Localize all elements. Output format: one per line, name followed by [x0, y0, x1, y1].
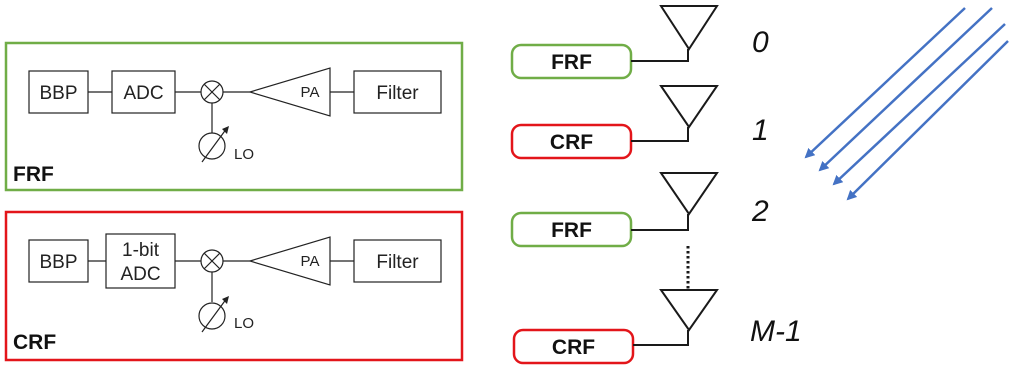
- crf-chain-border: [4, 210, 464, 362]
- array-element-0: FRF 0: [510, 5, 769, 80]
- frf-chain: BBP ADC LO PA Filter FRF: [4, 41, 464, 192]
- antenna-icon: [659, 289, 719, 332]
- mixer-icon: [200, 249, 224, 273]
- mixer-icon: [200, 80, 224, 104]
- array-element-rf-label: CRF: [552, 336, 595, 359]
- crf-chain-tag: CRF: [13, 331, 56, 354]
- array-element-rf-label: FRF: [551, 51, 592, 74]
- crf-lo-label: LO: [234, 315, 254, 332]
- incoming-wave-arrows-icon: [804, 7, 1009, 201]
- array-element-2: FRF 2: [510, 172, 769, 248]
- crf-pa-label: PA: [301, 253, 320, 270]
- array-element-rf-label: CRF: [550, 131, 593, 154]
- array-element-label: 2: [751, 195, 769, 228]
- frf-filter-label: Filter: [376, 83, 419, 104]
- crf-adc-label-line2: ADC: [120, 264, 160, 285]
- frf-lo-label: LO: [234, 146, 254, 163]
- antenna-icon: [659, 5, 719, 51]
- frf-bbp-label: BBP: [39, 83, 77, 104]
- frf-bbp-block: [28, 70, 89, 114]
- array-element-1: CRF 1: [510, 85, 769, 160]
- frf-adc-block: [111, 70, 176, 114]
- crf-adc-label-line1: 1-bit: [122, 240, 160, 261]
- array-element-label: M-1: [750, 315, 802, 348]
- crf-filter-label: Filter: [376, 252, 419, 273]
- antenna-icon: [659, 172, 719, 216]
- crf-bbp-label: BBP: [39, 252, 77, 273]
- crf-chain: BBP 1-bit ADC LO PA Filter CRF: [4, 210, 464, 362]
- frf-pa-label: PA: [301, 84, 320, 101]
- frf-chain-tag: FRF: [13, 163, 54, 186]
- antenna-array: FRF 0 CRF 1 FRF 2: [510, 5, 802, 365]
- frf-adc-label: ADC: [123, 83, 163, 104]
- frf-filter-block: [353, 70, 442, 114]
- variable-oscillator-icon: [198, 296, 229, 333]
- variable-oscillator-icon: [198, 126, 229, 163]
- array-element-m-minus-1: CRF M-1: [512, 289, 802, 365]
- crf-filter-block: [353, 239, 442, 283]
- array-element-label: 1: [752, 114, 769, 147]
- array-element-rf-box: [512, 328, 635, 365]
- array-element-label: 0: [752, 26, 769, 59]
- frf-chain-border: [4, 41, 464, 192]
- antenna-icon: [659, 85, 719, 129]
- array-element-rf-label: FRF: [551, 219, 592, 242]
